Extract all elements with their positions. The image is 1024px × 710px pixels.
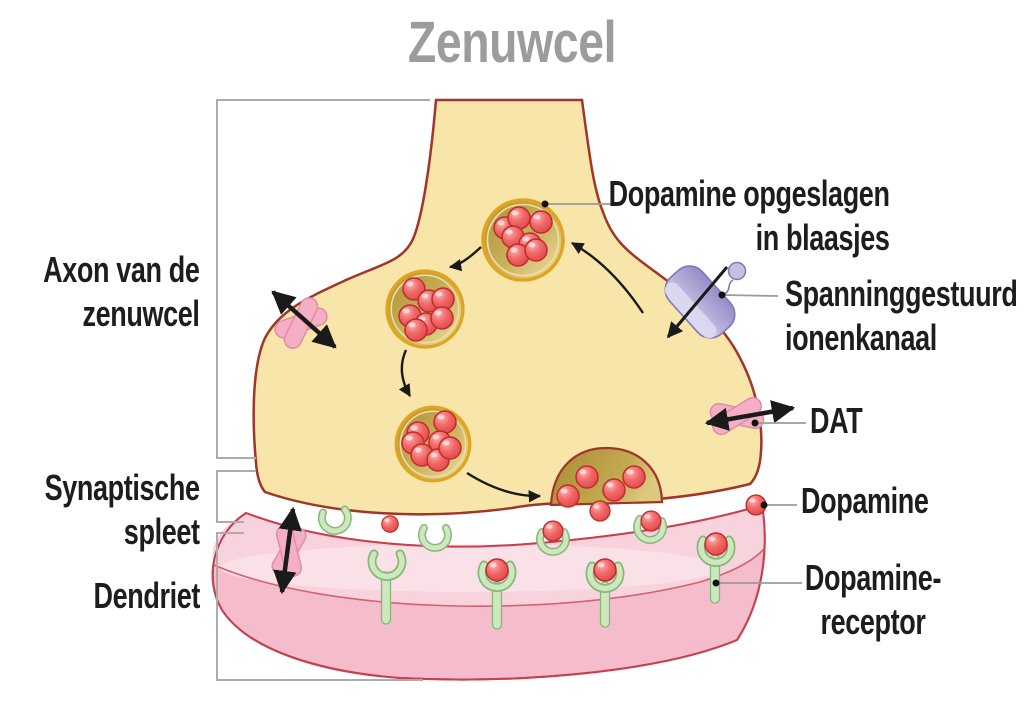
synaptic-cleft-label: Synaptische spleet bbox=[45, 466, 200, 554]
fused-vesicle bbox=[549, 446, 664, 522]
dopamine-ball bbox=[438, 436, 462, 460]
dopamine-ball bbox=[622, 465, 646, 489]
vesicle-label: Dopamine opgeslagen in blaasjes bbox=[609, 172, 890, 260]
dat-transport-arrow bbox=[704, 400, 796, 431]
receptor-label-line1: Dopamine- bbox=[804, 557, 942, 598]
dopamine-ball bbox=[529, 210, 553, 234]
dopamine-ball bbox=[602, 478, 626, 502]
dopamine-ball bbox=[640, 510, 662, 532]
cleft-label-line2: spleet bbox=[124, 511, 200, 552]
dopamine-ball bbox=[430, 306, 454, 330]
cleft-bracket bbox=[216, 470, 256, 523]
dopamine-receptor-bound bbox=[590, 558, 620, 628]
axon-label-line2: zenuwcel bbox=[82, 293, 200, 334]
dat-label: DAT bbox=[810, 400, 863, 441]
ion-flow-arrow bbox=[666, 266, 729, 339]
receptor-crescent-bound bbox=[636, 510, 664, 541]
axon-label-line1: Axon van de bbox=[43, 249, 201, 290]
vesicle-cycle-arrow bbox=[398, 349, 412, 398]
dopamine-ball bbox=[542, 520, 564, 542]
dopamine-receptor-bound bbox=[482, 558, 512, 630]
dopamine-ball bbox=[485, 558, 509, 582]
leader-channel-label bbox=[718, 291, 779, 299]
ion-channel-label: Spanninggestuurd ionenkanaal bbox=[785, 272, 1018, 360]
ion-channel-label-line1: Spanninggestuurd bbox=[785, 273, 1018, 314]
vesicle-cycle-arrow bbox=[448, 246, 482, 272]
leader-vesicle-label bbox=[541, 200, 622, 208]
page-title: Zenuwcel bbox=[407, 10, 617, 75]
dopamine-ball bbox=[593, 558, 617, 582]
dopamine-ball bbox=[589, 500, 611, 522]
vesicle-2 bbox=[385, 269, 465, 349]
dendrite-label: Dendriet bbox=[93, 575, 200, 616]
dopamine-ball bbox=[433, 410, 457, 434]
dopamine-receptor-label: Dopamine- receptor bbox=[798, 556, 948, 644]
receptor-crescent bbox=[321, 509, 350, 532]
cleft-label-line1: Synaptische bbox=[45, 467, 200, 508]
ion-channel-label-line2: ionenkanaal bbox=[785, 317, 937, 358]
vesicle-label-line2: in blaasjes bbox=[756, 217, 890, 258]
dopamine-ball bbox=[381, 515, 399, 533]
leader-receptor-label bbox=[712, 579, 802, 587]
dopamine-ball bbox=[404, 318, 428, 342]
dopamine-ball bbox=[575, 465, 599, 489]
dendrite-bracket bbox=[216, 532, 423, 681]
leader-dopamine-label bbox=[760, 501, 797, 509]
vesicle-cycle-arrow bbox=[570, 241, 645, 314]
dendrite-transport-arrow bbox=[273, 506, 302, 595]
dopamine-ball bbox=[524, 238, 548, 262]
dopamine-receptor bbox=[372, 554, 402, 625]
vesicle-3 bbox=[394, 405, 472, 483]
channel-ball bbox=[727, 261, 747, 281]
leader-dat-label bbox=[751, 419, 806, 427]
vesicle-1 bbox=[481, 198, 565, 282]
dopamine-label: Dopamine bbox=[801, 480, 929, 521]
dopamine-receptor-bound bbox=[701, 532, 731, 604]
axon-bracket bbox=[216, 99, 430, 459]
dopamine-ball bbox=[556, 484, 580, 508]
vesicle-label-line1: Dopamine opgeslagen bbox=[609, 173, 890, 214]
vesicle-cycle-arrow bbox=[466, 471, 542, 503]
axon-label: Axon van de zenuwcel bbox=[43, 248, 201, 336]
dopamine-ball bbox=[704, 532, 728, 556]
receptor-crescent bbox=[422, 528, 448, 548]
transport-arrow-left bbox=[271, 290, 337, 349]
receptor-label-line2: receptor bbox=[820, 601, 926, 642]
